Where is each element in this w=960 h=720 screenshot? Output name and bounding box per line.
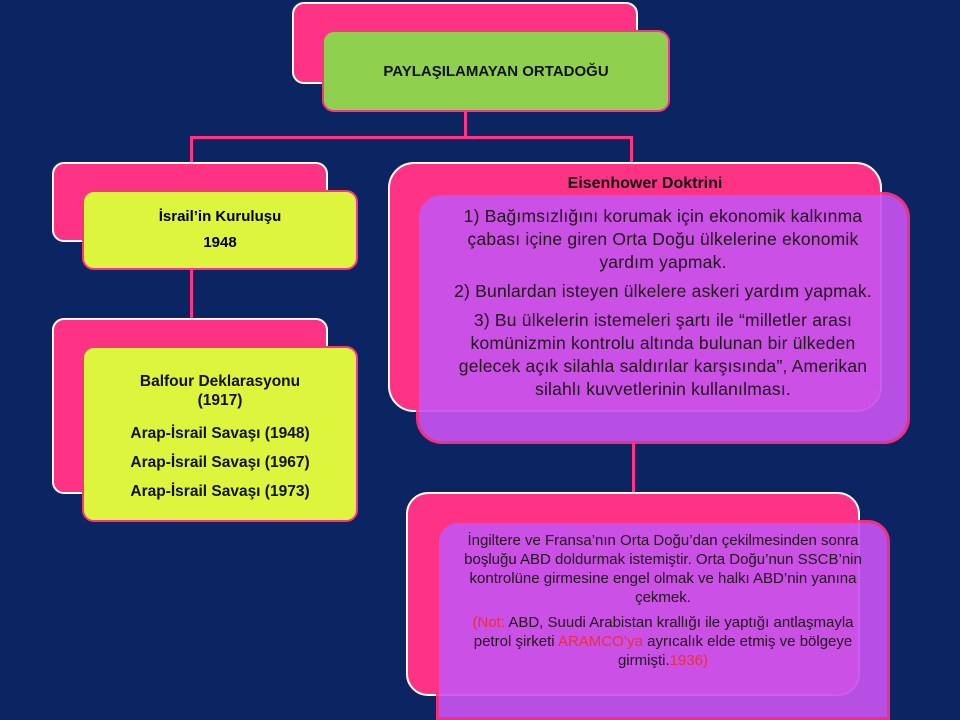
england-box: İngiltere ve Fransa’nın Orta Doğu’dan çe… — [436, 520, 890, 720]
connector-eisenhower-england — [632, 442, 635, 494]
israel-founding-year: 1948 — [203, 234, 237, 251]
note-paragraph: (Not: ABD, Suudi Arabistan krallığı ile … — [461, 613, 865, 670]
page-title: PAYLAŞILAMAYAN ORTADOĞU — [383, 62, 609, 80]
war-line: Arap-İsrail Savaşı (1973) — [130, 482, 310, 500]
doctrine-item-3: 3) Bu ülkelerin istemeleri şartı ile “mi… — [458, 310, 868, 399]
doctrine-item-2: 2) Bunlardan isteyen ülkelere askeri yar… — [454, 281, 872, 301]
balfour-box: Balfour Deklarasyonu (1917) Arap-İsrail … — [82, 346, 358, 522]
war-line: Arap-İsrail Savaşı (1967) — [130, 453, 310, 471]
connector-left-down — [190, 136, 193, 164]
connector-right-down — [630, 136, 633, 164]
eisenhower-box: 1) Bağımsızlığını korumak için ekonomik … — [416, 192, 910, 444]
note-year: 1936) — [669, 652, 709, 669]
note-label: Not: — [477, 614, 505, 631]
israel-founding-label: İsrail’in Kuruluşu — [158, 208, 282, 225]
war-line: Arap-İsrail Savaşı (1948) — [130, 424, 310, 442]
title-box: PAYLAŞILAMAYAN ORTADOĞU — [322, 30, 670, 112]
england-paragraph: İngiltere ve Fransa’nın Orta Doğu’dan çe… — [464, 532, 862, 606]
note-text-1: ABD, Suudi Arabistan krallığı ile yaptığ… — [473, 614, 854, 650]
balfour-line: (1917) — [197, 391, 243, 409]
connector-title-down — [464, 110, 467, 138]
eisenhower-title: Eisenhower Doktrini — [567, 175, 723, 192]
connector-horizontal — [190, 136, 632, 139]
note-text-2: ayrıcalık elde etmiş ve bölgeye girmişti… — [617, 633, 853, 669]
israel-box: İsrail’in Kuruluşu 1948 — [82, 190, 358, 270]
note-open: ( — [472, 614, 478, 631]
note-highlight-aramco: ARAMCO’ya — [557, 633, 643, 650]
doctrine-item-1: 1) Bağımsızlığını korumak için ekonomik … — [463, 206, 863, 272]
connector-israel-balfour — [190, 268, 193, 322]
balfour-line: Balfour Deklarasyonu — [139, 372, 301, 390]
